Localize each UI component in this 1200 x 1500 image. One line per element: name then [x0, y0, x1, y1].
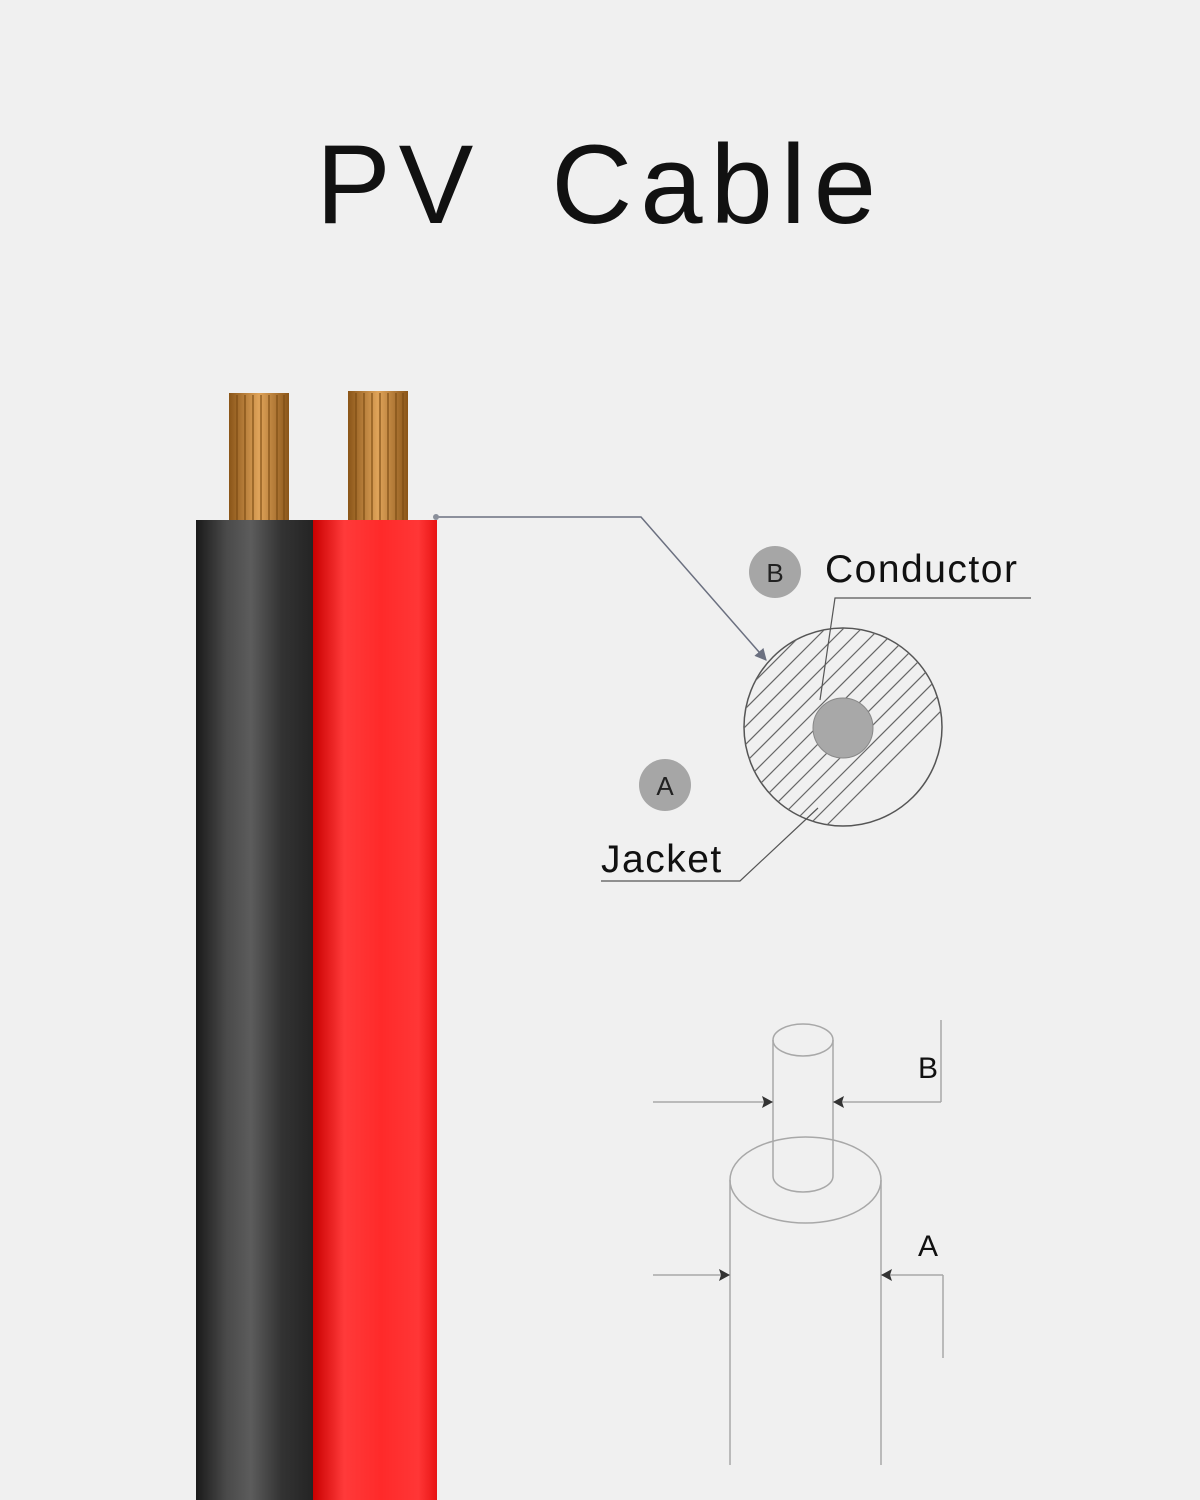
jacket-label: Jacket	[601, 838, 723, 881]
badge-b	[749, 546, 801, 598]
dimension-a-lines	[653, 1274, 944, 1358]
dimension-b-arrow-right	[833, 1096, 844, 1108]
dimension-a-arrow-left	[719, 1269, 730, 1281]
dimension-drawing	[729, 1023, 882, 1465]
page-title: PV Cable	[0, 120, 1200, 249]
dimension-b-lines	[653, 1020, 942, 1103]
dimension-b-arrow-left	[762, 1096, 773, 1108]
dimension-a-arrow-right	[881, 1269, 892, 1281]
badge-a	[639, 759, 691, 811]
badge-b-letter: B	[766, 558, 783, 588]
dimension-a-label: A	[918, 1230, 938, 1263]
copper-strands-left	[229, 393, 289, 523]
conductor-label: Conductor	[825, 548, 1018, 591]
red-cable-jacket	[313, 520, 437, 1500]
copper-strands-right	[348, 391, 408, 523]
badge-a-letter: A	[656, 771, 674, 801]
callout-dot	[433, 514, 439, 520]
dimension-b-label: B	[918, 1052, 938, 1085]
conductor-core	[812, 697, 874, 759]
black-cable-jacket	[196, 520, 318, 1500]
title-word-pv: PV	[315, 122, 482, 247]
conductor-leader-line	[819, 597, 1031, 701]
cross-section-diagram	[743, 627, 943, 827]
title-word-cable: Cable	[551, 122, 885, 247]
jacket-leader-line	[601, 807, 819, 882]
callout-arrow	[436, 516, 767, 661]
